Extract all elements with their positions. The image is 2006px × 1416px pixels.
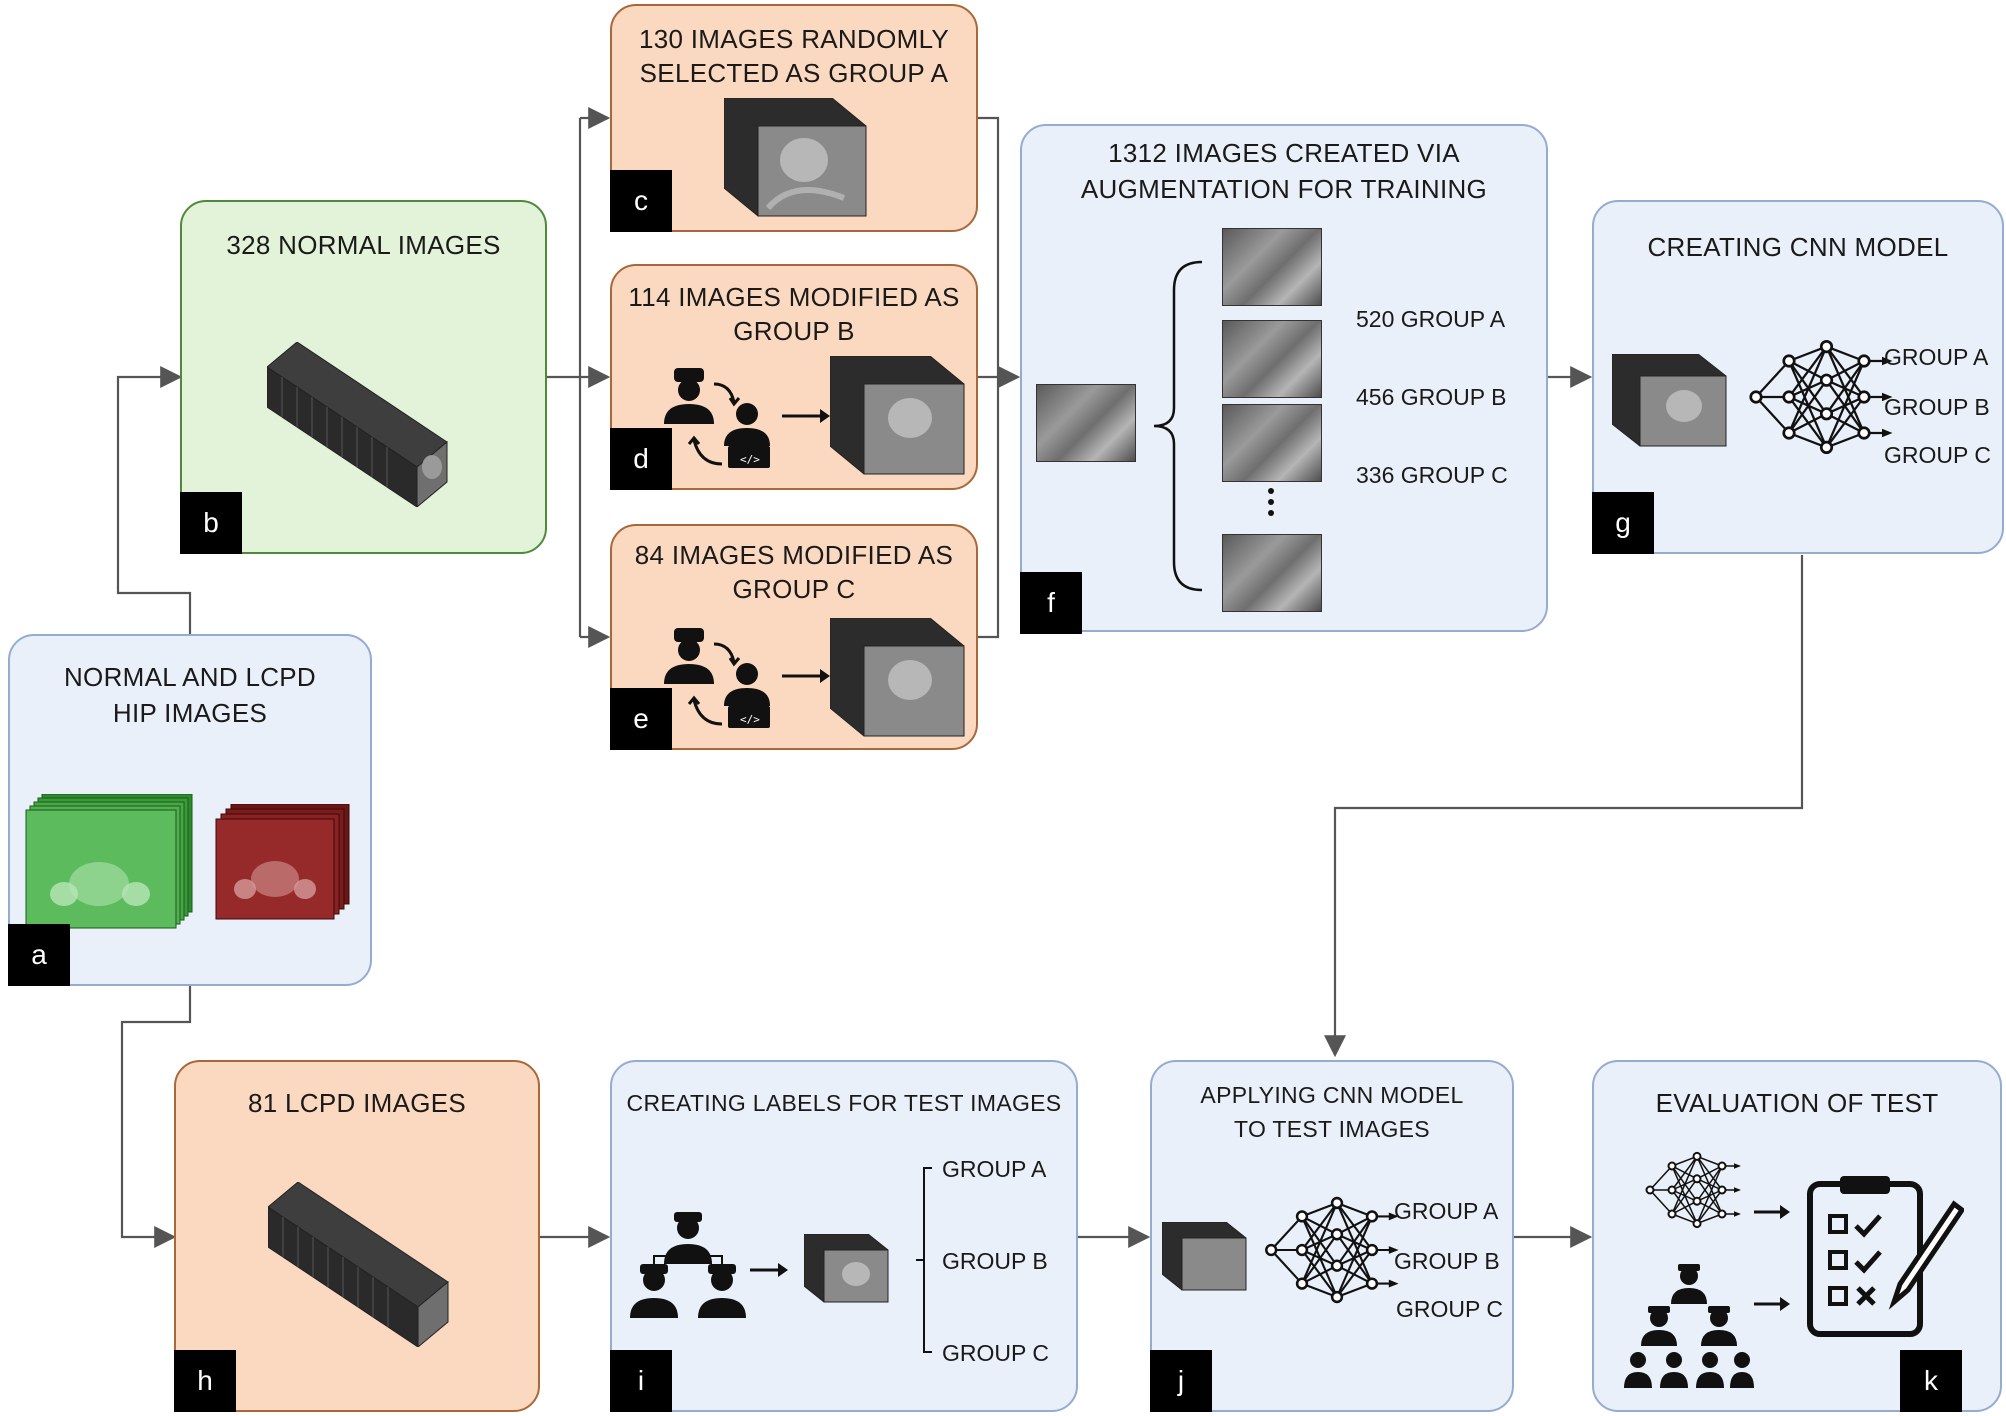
box-a-title-line1: NORMAL AND LCPD	[63, 662, 317, 692]
applied-output-group-b: GROUP B	[1394, 1248, 1500, 1274]
box-k-evaluation: EVALUATION OF TEST k	[1592, 1060, 2002, 1412]
box-d-title-line1: 114 IMAGES MODIFIED AS	[628, 282, 960, 312]
group-c-count-label: 336 GROUP C	[1356, 462, 1508, 488]
checklist-icon	[1807, 1176, 1964, 1337]
augmented-xray-1	[1222, 228, 1322, 306]
box-i-tag: i	[610, 1350, 672, 1412]
doctor-computer-icon: </>	[664, 368, 770, 468]
box-e-title-line1: 84 IMAGES MODIFIED AS	[634, 540, 954, 570]
cnn-output-group-a: GROUP A	[1884, 344, 1989, 370]
arrow-icon	[750, 1263, 788, 1277]
cnn-output-group-b: GROUP B	[1884, 394, 1990, 420]
box-d-title-line2: GROUP B	[733, 316, 855, 346]
box-k-tag: k	[1900, 1350, 1962, 1412]
box-b-tag: b	[180, 492, 242, 554]
cnn-output-group-c: GROUP C	[1884, 442, 1991, 468]
normal-hip-xray-stack-icon	[25, 794, 193, 929]
box-f-tag: f	[1020, 572, 1082, 634]
xray-stack-icon	[268, 1182, 449, 1347]
bracket-icon	[916, 1167, 932, 1353]
box-c-title-line1: 130 IMAGES RANDOMLY	[638, 24, 950, 54]
box-h-tag: h	[174, 1350, 236, 1412]
source-xray-image	[1036, 384, 1136, 462]
label-group-a: GROUP A	[942, 1156, 1047, 1182]
box-g-cnn-model: CREATING CNN MODEL GROUP A GROUP B GROUP…	[1592, 200, 2004, 554]
box-j-title-line1: APPLYING CNN MODEL	[1200, 1082, 1464, 1108]
svg-text:</>: </>	[740, 713, 760, 726]
xray-stack-icon	[830, 356, 965, 475]
label-group-b: GROUP B	[942, 1248, 1048, 1274]
box-g-tag: g	[1592, 492, 1654, 554]
box-a-title-line2: HIP IMAGES	[112, 698, 268, 728]
box-h-lcpd-images: 81 LCPD IMAGES h	[174, 1060, 540, 1412]
augmented-xray-4	[1222, 534, 1322, 612]
doctors-group-icon	[630, 1212, 746, 1318]
group-a-count-label: 520 GROUP A	[1356, 306, 1506, 332]
box-g-title: CREATING CNN MODEL	[1647, 232, 1949, 262]
box-h-title: 81 LCPD IMAGES	[247, 1088, 467, 1118]
box-b-normal-images: 328 NORMAL IMAGES b	[180, 200, 547, 554]
applied-output-group-a: GROUP A	[1394, 1198, 1499, 1224]
xray-stack-icon	[830, 618, 965, 737]
group-b-count-label: 456 GROUP B	[1356, 384, 1507, 410]
ellipsis-icon	[1268, 488, 1276, 516]
arrow-icon	[782, 669, 830, 683]
box-d-group-b: 114 IMAGES MODIFIED AS GROUP B </> d	[610, 264, 978, 490]
box-e-group-c: 84 IMAGES MODIFIED AS GROUP C </> e	[610, 524, 978, 750]
box-f-augmentation: 1312 IMAGES CREATED VIA AUGMENTATION FOR…	[1020, 124, 1548, 634]
box-k-title: EVALUATION OF TEST	[1655, 1088, 1939, 1118]
curly-brace-icon	[1153, 260, 1203, 592]
box-c-title-line2: SELECTED AS GROUP A	[639, 58, 949, 88]
augmented-xray-3	[1222, 404, 1322, 482]
xray-stack-icon	[804, 1234, 889, 1303]
doctors-group-icon	[1624, 1264, 1754, 1388]
box-f-title-line1: 1312 IMAGES CREATED VIA	[1108, 138, 1460, 168]
doctor-computer-icon: </>	[664, 628, 770, 728]
box-j-title-line2: TO TEST IMAGES	[1234, 1116, 1430, 1142]
box-i-title: CREATING LABELS FOR TEST IMAGES	[626, 1090, 1062, 1116]
box-c-tag: c	[610, 170, 672, 232]
neural-network-icon	[1645, 1151, 1741, 1229]
label-group-c: GROUP C	[942, 1340, 1049, 1366]
applied-output-group-c: GROUP C	[1396, 1296, 1503, 1322]
box-j-tag: j	[1150, 1350, 1212, 1412]
box-e-tag: e	[610, 688, 672, 750]
box-a-tag: a	[8, 924, 70, 986]
xray-stack-icon	[1612, 354, 1727, 447]
xray-stack-icon	[1162, 1222, 1247, 1291]
arrow-icon	[1754, 1205, 1790, 1219]
box-i-labels: CREATING LABELS FOR TEST IMAGES GROUP A …	[610, 1060, 1078, 1412]
box-b-title: 328 NORMAL IMAGES	[226, 230, 501, 260]
box-j-apply-cnn: APPLYING CNN MODEL TO TEST IMAGES GROUP …	[1150, 1060, 1514, 1412]
box-e-title-line2: GROUP C	[732, 574, 856, 604]
box-c-group-a: 130 IMAGES RANDOMLY SELECTED AS GROUP A …	[610, 4, 978, 232]
svg-text:</>: </>	[740, 453, 760, 466]
arrow-icon	[782, 409, 830, 423]
box-a-input-images: NORMAL AND LCPD HIP IMAGES a	[8, 634, 372, 986]
lcpd-hip-xray-stack-icon	[215, 804, 350, 920]
xray-stack-icon	[724, 98, 867, 217]
neural-network-icon	[1749, 340, 1893, 455]
box-d-tag: d	[610, 428, 672, 490]
box-f-title-line2: AUGMENTATION FOR TRAINING	[1080, 174, 1488, 204]
arrow-icon	[1754, 1297, 1790, 1311]
neural-network-icon	[1265, 1196, 1399, 1304]
xray-stack-icon	[267, 342, 448, 507]
augmented-xray-2	[1222, 320, 1322, 398]
